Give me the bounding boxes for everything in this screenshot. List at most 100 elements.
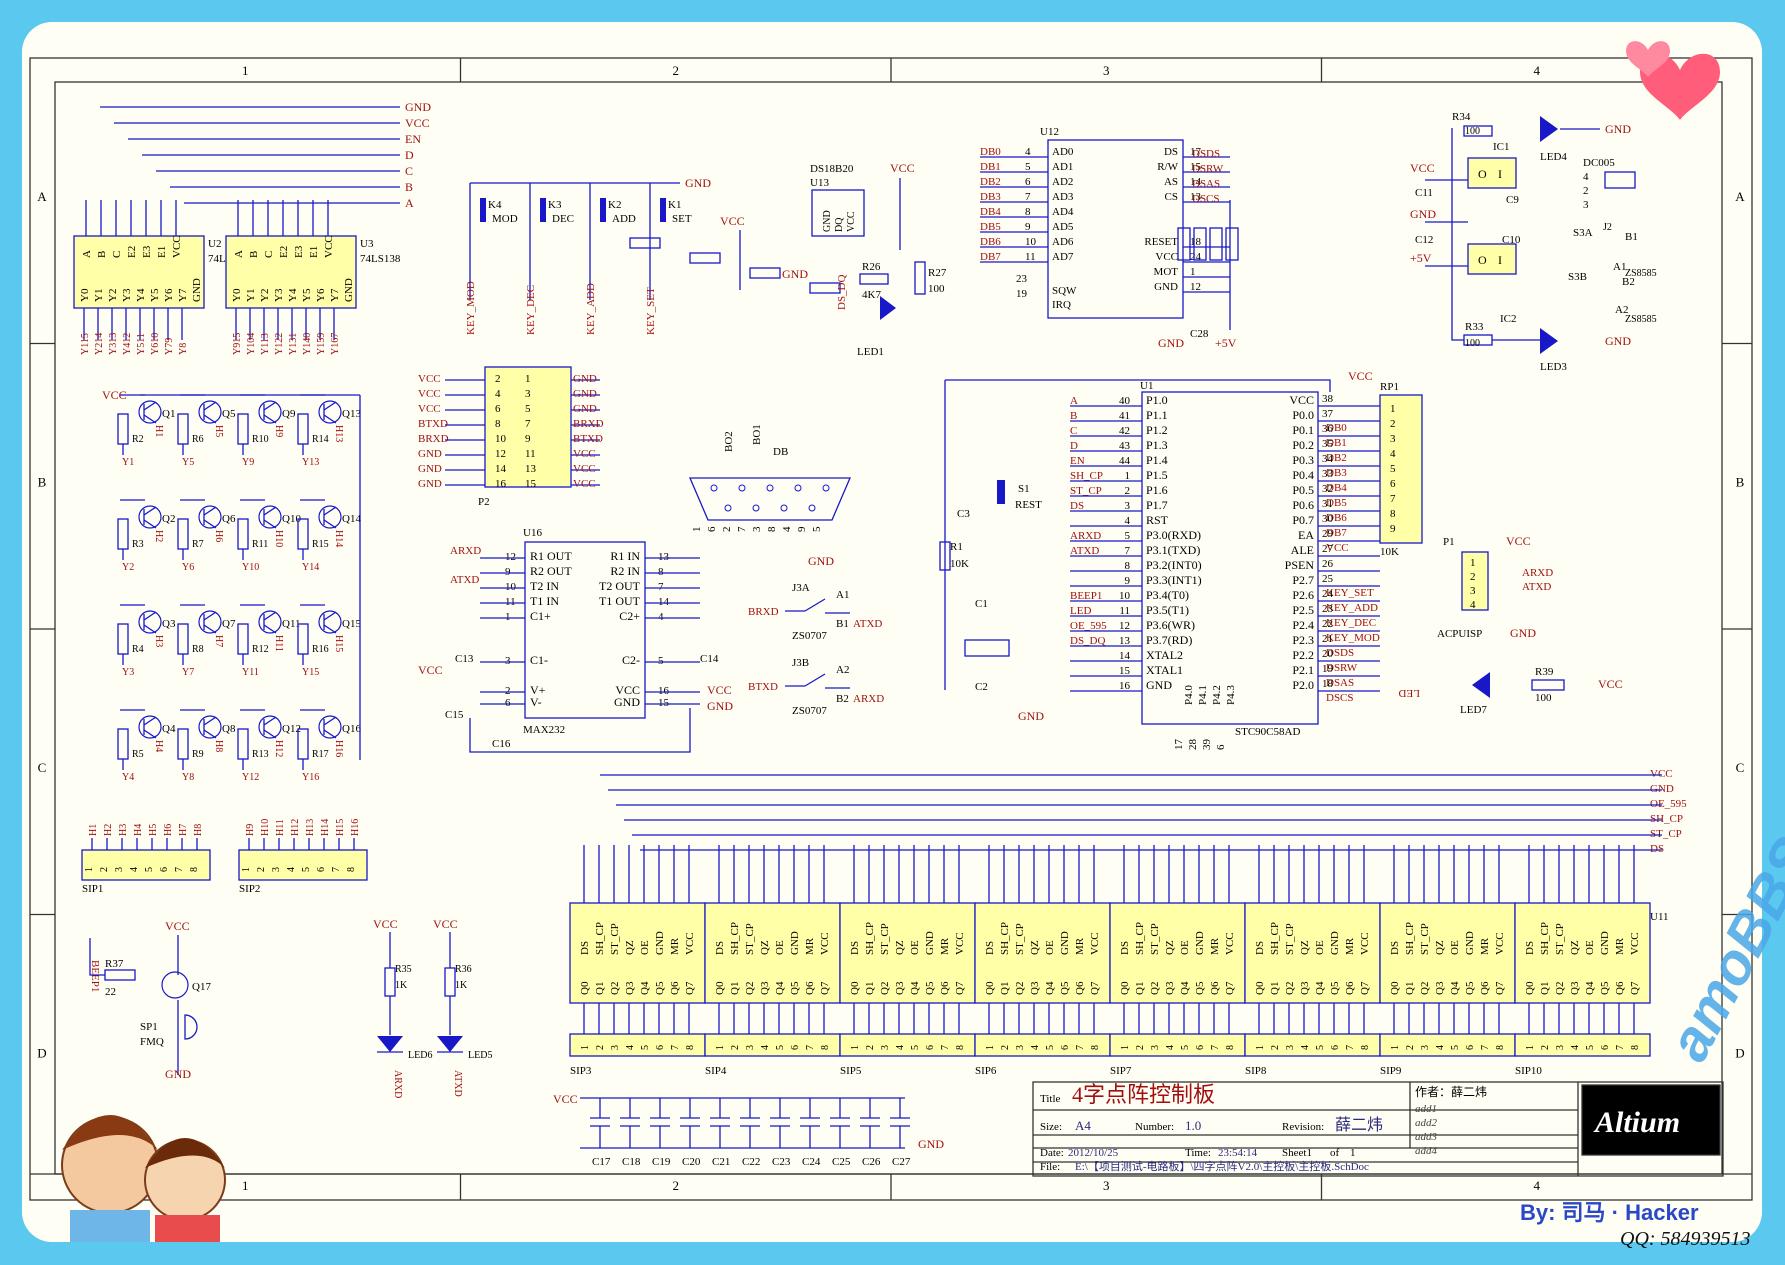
switch-part: ZS0707 bbox=[792, 705, 827, 717]
sip-pin: 3 bbox=[880, 1045, 891, 1050]
tr-emit bbox=[263, 519, 277, 529]
p2-ref: P2 bbox=[478, 496, 490, 508]
sr-top-pin: MR bbox=[1614, 937, 1626, 955]
sr-bot-pin: Q5 bbox=[1329, 981, 1341, 995]
title-add: add4 bbox=[1415, 1145, 1438, 1157]
sip-net: H9 bbox=[245, 824, 256, 836]
rtc-pin: AD0 bbox=[1052, 146, 1074, 158]
tr-emit bbox=[323, 729, 337, 739]
mcu-pin-num: 37 bbox=[1322, 408, 1334, 420]
kid-hair bbox=[62, 1115, 158, 1150]
decoder-out-net: Y167 bbox=[330, 333, 341, 355]
tr-col bbox=[143, 611, 157, 621]
mcu-pin-num: 14 bbox=[1119, 650, 1131, 662]
rtc-num: 7 bbox=[1025, 191, 1031, 203]
db9-num: 8 bbox=[766, 526, 778, 532]
mcu-body bbox=[1141, 391, 1319, 725]
sr-top-pin: ST_CP bbox=[879, 923, 891, 955]
sr-bot-pin: Q6 bbox=[1344, 981, 1356, 995]
decoder-out-label: Y5 bbox=[301, 288, 313, 302]
transistor-Q5 bbox=[198, 400, 222, 424]
shift-register bbox=[839, 902, 976, 1004]
led-net: ARXD bbox=[392, 1070, 403, 1098]
sr-top-pin: DS bbox=[984, 941, 996, 955]
mcu-left-net: D bbox=[1070, 440, 1078, 452]
resistor-R6 bbox=[177, 413, 189, 445]
crystal-icon bbox=[964, 639, 1010, 657]
tr-h-net: H14 bbox=[333, 530, 344, 547]
mcu-r1v: 10K bbox=[950, 558, 969, 570]
mcu-pin-num: 7 bbox=[1125, 545, 1131, 557]
sip-pin: 6 bbox=[1195, 1045, 1206, 1050]
sr-bus-net: DS bbox=[1650, 843, 1664, 855]
mcu-pin: P0.1 bbox=[1292, 423, 1314, 437]
decoder-out-net: Y115 bbox=[80, 333, 91, 355]
mcu-pin-num: 9 bbox=[1125, 575, 1131, 587]
db9-pin bbox=[822, 484, 830, 492]
mcu-pin: P0.3 bbox=[1292, 453, 1314, 467]
decoder-pin-label: B bbox=[96, 251, 108, 258]
max232-num: 4 bbox=[658, 611, 664, 623]
ds18b20-pin: DQ bbox=[834, 217, 845, 232]
rtc-pullup bbox=[1193, 227, 1207, 261]
transistor-Q15 bbox=[318, 610, 342, 634]
sr-bot-pin: Q0 bbox=[714, 981, 726, 995]
p1-pin: 1 bbox=[1470, 557, 1476, 569]
mcu-right-net: DB3 bbox=[1326, 467, 1347, 479]
rtc-5v: +5V bbox=[1215, 336, 1237, 350]
switch-b: B1 bbox=[836, 618, 849, 630]
sr-bus-net: SH_CP bbox=[1650, 813, 1683, 825]
sip-pin: 2 bbox=[865, 1045, 876, 1050]
rtc-num: 18 bbox=[1190, 236, 1202, 248]
resistor-ref: R6 bbox=[192, 434, 204, 445]
ic1-pin: O bbox=[1478, 167, 1487, 181]
mcu-pin: XTAL2 bbox=[1146, 648, 1183, 662]
mcu-pin-num: 30 bbox=[1322, 513, 1334, 525]
ic2-pin: O bbox=[1478, 253, 1487, 267]
sip-SIP2 bbox=[238, 849, 368, 881]
mcu-pin: P0.6 bbox=[1292, 498, 1314, 512]
resistor-r34 bbox=[1463, 125, 1493, 137]
p1-body bbox=[1461, 551, 1489, 611]
rtc-pin: AS bbox=[1164, 176, 1178, 188]
bus-net-VCC: VCC bbox=[405, 116, 430, 130]
sip-SIP4 bbox=[704, 1033, 841, 1057]
sip-net: H10 bbox=[260, 819, 271, 836]
max232-pin: T1 OUT bbox=[599, 594, 641, 608]
decoder-out-net: Y313 bbox=[108, 333, 119, 355]
p1-gnd: GND bbox=[1510, 626, 1536, 640]
decoder-out-label: Y4 bbox=[135, 288, 147, 302]
sip-pin: 3 bbox=[1015, 1045, 1026, 1050]
key-switch-K4 bbox=[480, 198, 486, 222]
buzzer-fmq: FMQ bbox=[140, 1036, 164, 1048]
p2-num: 14 bbox=[495, 463, 507, 475]
sip-pin: 8 bbox=[820, 1045, 831, 1050]
tr-col bbox=[203, 611, 217, 621]
sip-pin: 8 bbox=[1225, 1045, 1236, 1050]
transistor-Q9 bbox=[258, 400, 282, 424]
power-s3b: S3B bbox=[1568, 271, 1587, 283]
sip-pin: 5 bbox=[775, 1045, 786, 1050]
rp1-pin: 4 bbox=[1390, 448, 1396, 460]
power-r34: R34 bbox=[1452, 111, 1471, 123]
sip-ref: SIP2 bbox=[239, 883, 260, 895]
mcu-pin: RST bbox=[1146, 513, 1169, 527]
p2-num: 2 bbox=[495, 373, 501, 385]
transistor-ref: Q4 bbox=[162, 723, 176, 735]
mcu-pin: P1.2 bbox=[1146, 423, 1168, 437]
tr-emit bbox=[203, 624, 217, 634]
switch-part: ZS0707 bbox=[792, 630, 827, 642]
sr-bot-pin: Q4 bbox=[1044, 981, 1056, 995]
max232-pin: R1 IN bbox=[610, 549, 640, 563]
rtc-num: 24 bbox=[1190, 251, 1202, 263]
db9-pin bbox=[724, 504, 732, 512]
decoupling-cap: C18 bbox=[622, 1156, 641, 1168]
led-vcc: VCC bbox=[373, 917, 398, 931]
led-rv: 1K bbox=[455, 980, 468, 991]
resistor-R12 bbox=[237, 623, 249, 655]
rtc-pullup bbox=[1225, 227, 1239, 261]
bus-net-EN: EN bbox=[405, 132, 421, 146]
decoder-part: 74LS138 bbox=[360, 253, 401, 265]
mcu-pin-num: 2 bbox=[1125, 485, 1131, 497]
decoder-U3 bbox=[225, 235, 357, 309]
